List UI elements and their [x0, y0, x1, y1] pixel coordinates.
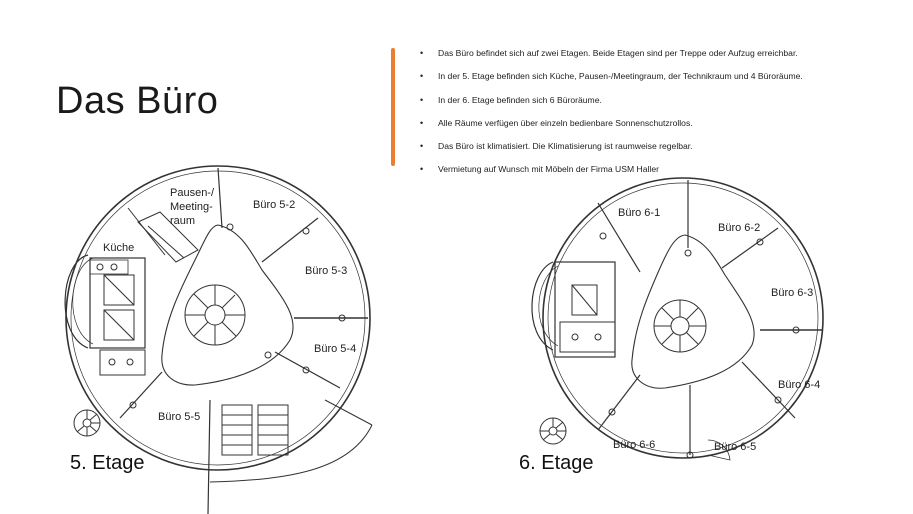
floor-6-plan — [531, 177, 824, 461]
bullet-item: In der 6. Etage befinden sich 6 Büroräum… — [418, 89, 908, 113]
floor-5-label: 5. Etage — [70, 452, 145, 474]
accent-bar — [391, 48, 395, 166]
room-label-b52: Büro 5-2 — [253, 199, 295, 211]
bullet-item: Vermietung auf Wunsch mit Möbeln der Fir… — [418, 158, 908, 182]
room-label-b54: Büro 5-4 — [314, 343, 356, 355]
room-label-b65: Büro 6-5 — [714, 441, 756, 453]
floor-5-outer-wall — [65, 165, 371, 471]
floor-6-outside-stair — [539, 417, 567, 445]
room-label-b55: Büro 5-5 — [158, 411, 200, 423]
bullet-item: Das Büro befindet sich auf zwei Etagen. … — [418, 42, 908, 66]
room-label-pausen: raum — [170, 215, 195, 227]
bullet-item: In der 5. Etage befinden sich Küche, Pau… — [418, 65, 908, 89]
room-label-b66: Büro 6-6 — [613, 439, 655, 451]
bullet-item: Alle Räume verfügen über einzeln bedienb… — [418, 112, 908, 136]
room-label-kueche: Küche — [103, 242, 134, 254]
slide-title: Das Büro — [56, 80, 219, 122]
floor-6-label: 6. Etage — [519, 452, 594, 474]
bullet-item: Das Büro ist klimatisiert. Die Klimatisi… — [418, 135, 908, 159]
floor-5-outside-stair — [73, 409, 101, 437]
room-label-b61: Büro 6-1 — [618, 207, 660, 219]
room-label-pausen: Meeting- — [170, 201, 213, 213]
room-label-b62: Büro 6-2 — [718, 222, 760, 234]
room-label-b63: Büro 6-3 — [771, 287, 813, 299]
room-label-pausen: Pausen-/ — [170, 187, 215, 199]
room-label-b64: Büro 6-4 — [778, 379, 820, 391]
room-label-b53: Büro 5-3 — [305, 265, 347, 277]
bullet-list: Das Büro befindet sich auf zwei Etagen. … — [418, 42, 908, 182]
